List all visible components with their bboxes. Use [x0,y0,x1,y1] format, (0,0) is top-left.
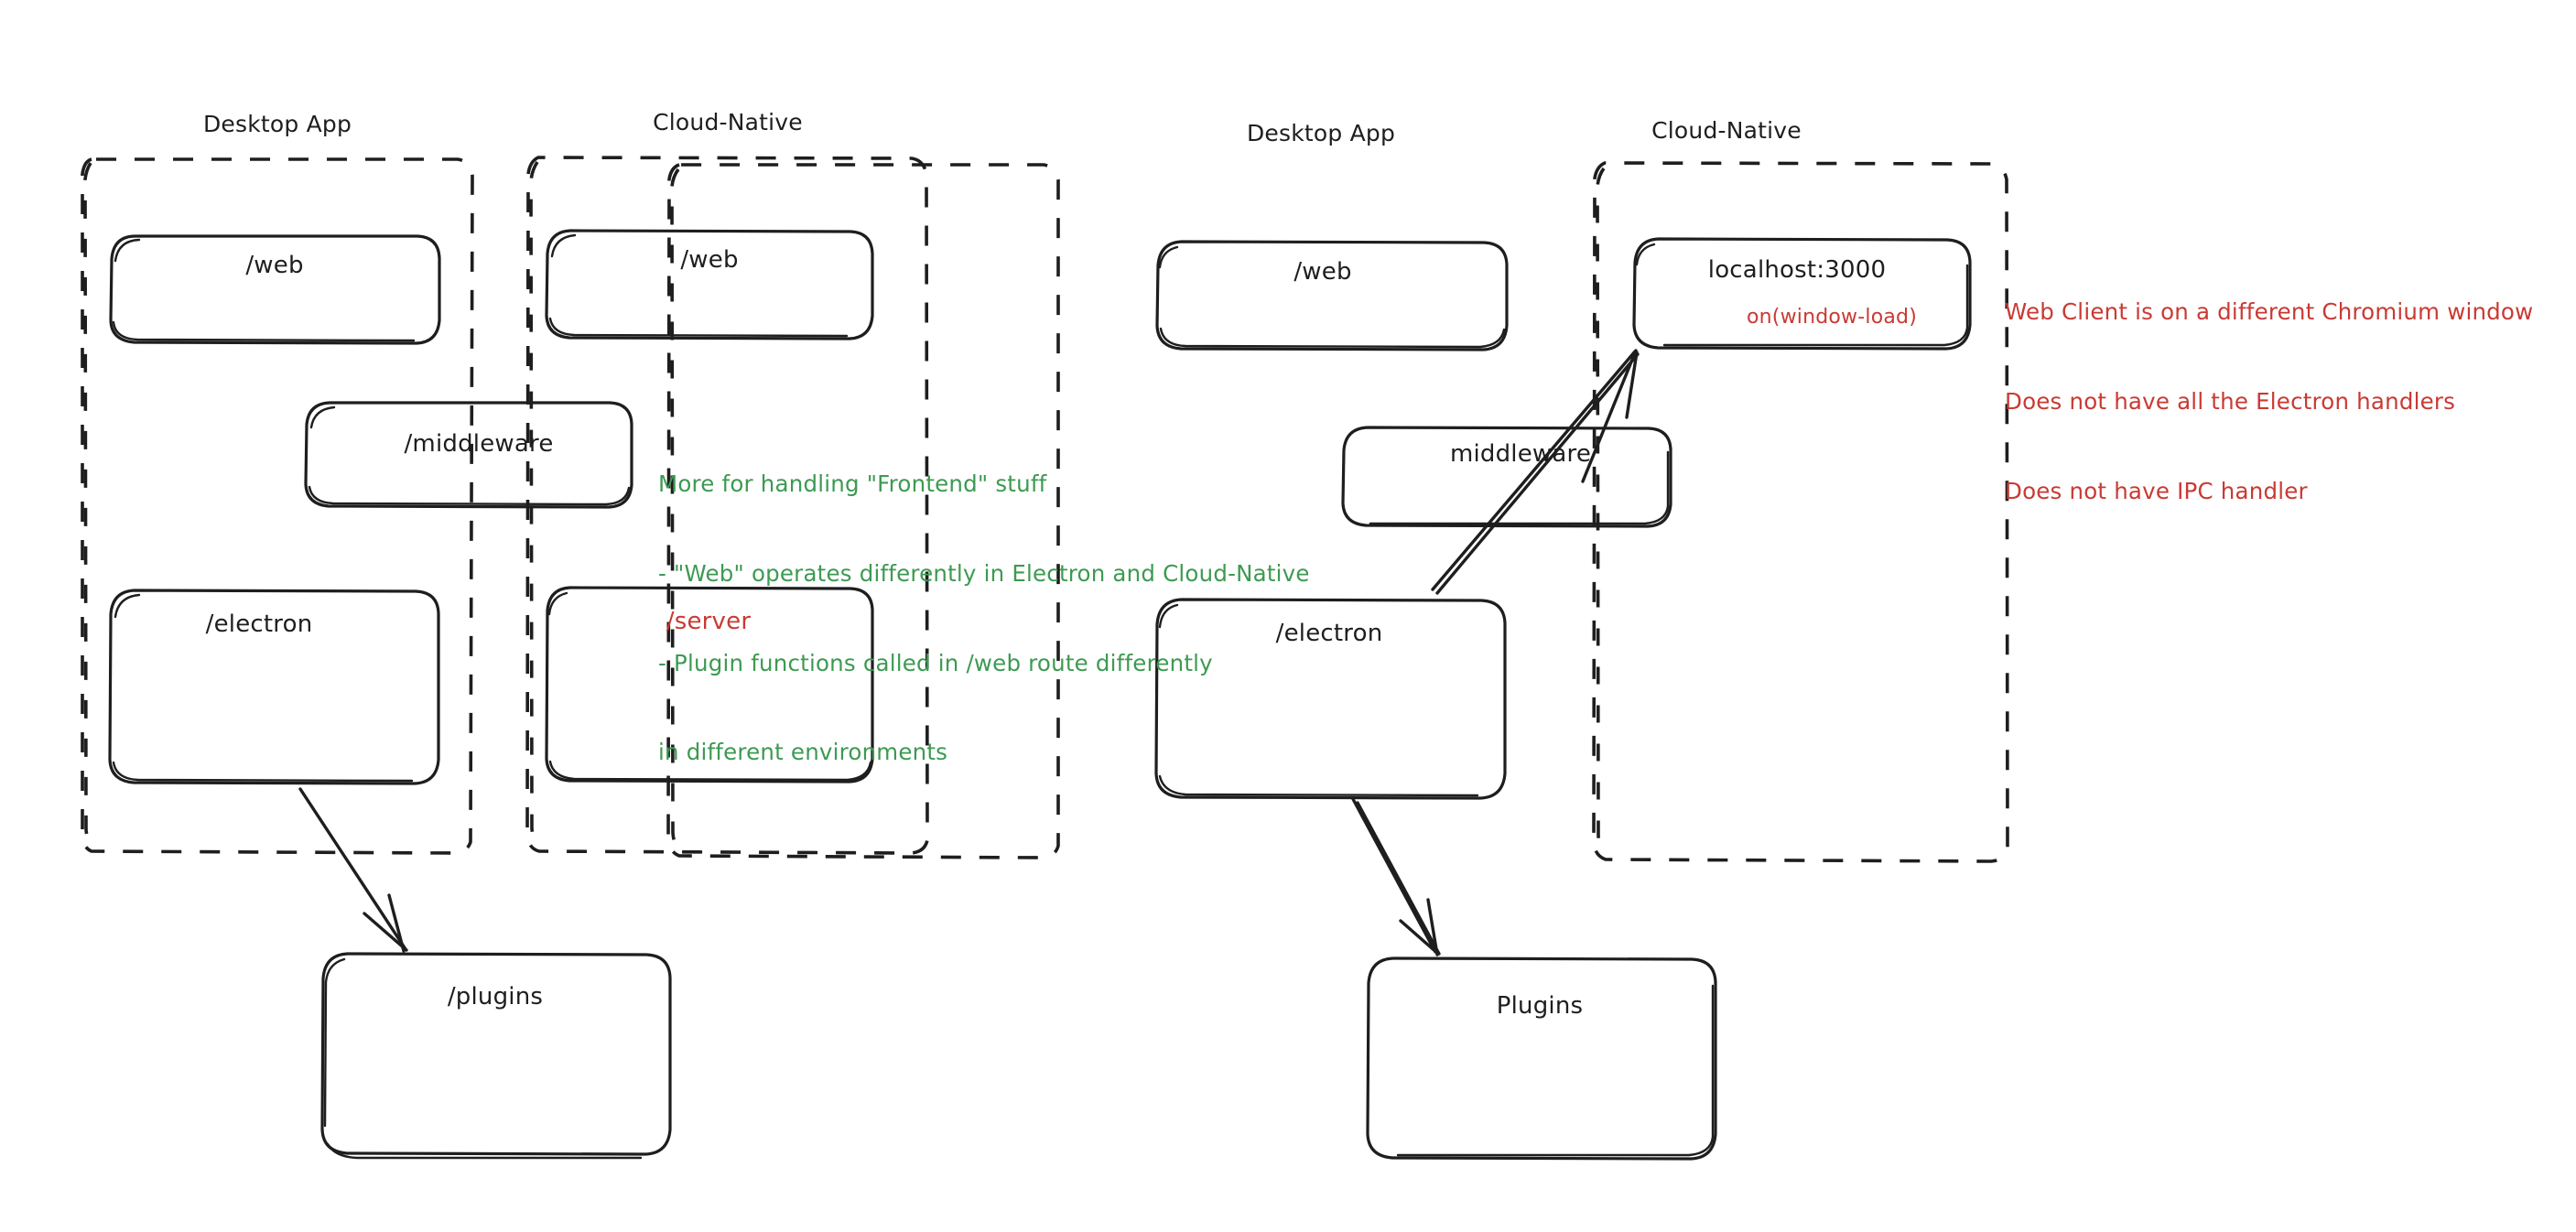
right-plugins-box [1366,956,1717,1161]
right-cloud-native-label: Cloud-Native [1651,117,1802,144]
left-middleware-label: /middleware [404,430,554,458]
right-middleware-label: middleware [1449,440,1592,468]
right-cloud-native-group [1592,161,2009,863]
left-plugins-label: /plugins [447,983,544,1010]
right-desktop-web-box [1155,240,1509,351]
right-desktop-web-label: /web [1293,258,1352,286]
right-middleware-box [1341,426,1672,528]
right-electron-label: /electron [1275,620,1383,647]
right-electron-to-localhost-arrow [1431,349,1640,595]
right-electron-to-plugins-arrow [1351,797,1441,956]
green-note-line-3: - Plugin functions called in /web route … [658,649,1213,676]
green-note-line-1: More for handling "Frontend" stuff [658,470,1047,498]
right-localhost-label: localhost:3000 [1707,256,1887,284]
red-note-line-3: Does not have IPC handler [2005,477,2308,504]
left-cloud-native-label: Cloud-Native [653,109,803,135]
left-cloud-web-box [545,229,874,340]
right-plugins-label: Plugins [1496,992,1584,1020]
red-note-line-2: Does not have all the Electron handlers [2005,387,2456,415]
right-electron-box [1154,598,1507,800]
left-desktop-web-box [109,234,441,345]
green-note-line-4: in different environments [658,739,948,766]
right-desktop-app-group [666,163,1060,859]
left-middleware-box [304,401,633,509]
red-note-line-1: Web Client is on a different Chromium wi… [2005,298,2534,326]
left-server-label: /server [666,608,752,635]
left-cloud-web-label: /web [680,246,739,274]
left-server-box [545,586,874,784]
right-localhost-sublabel: on(window-load) [1747,306,1917,329]
left-electron-label: /electron [205,611,313,638]
left-desktop-app-group [81,157,474,855]
right-localhost-box [1632,237,1972,351]
green-annotation-note: More for handling "Frontend" stuff - "We… [658,410,1310,827]
left-electron-to-plugins-arrow [298,787,408,953]
green-note-line-2: - "Web" operates differently in Electron… [658,559,1310,587]
red-annotation-note: Web Client is on a different Chromium wi… [2005,238,2533,566]
left-electron-box [108,589,440,785]
right-desktop-app-label: Desktop App [1246,120,1396,146]
left-plugins-box [320,952,672,1160]
left-desktop-web-label: /web [245,252,304,279]
left-desktop-app-label: Desktop App [202,111,352,137]
